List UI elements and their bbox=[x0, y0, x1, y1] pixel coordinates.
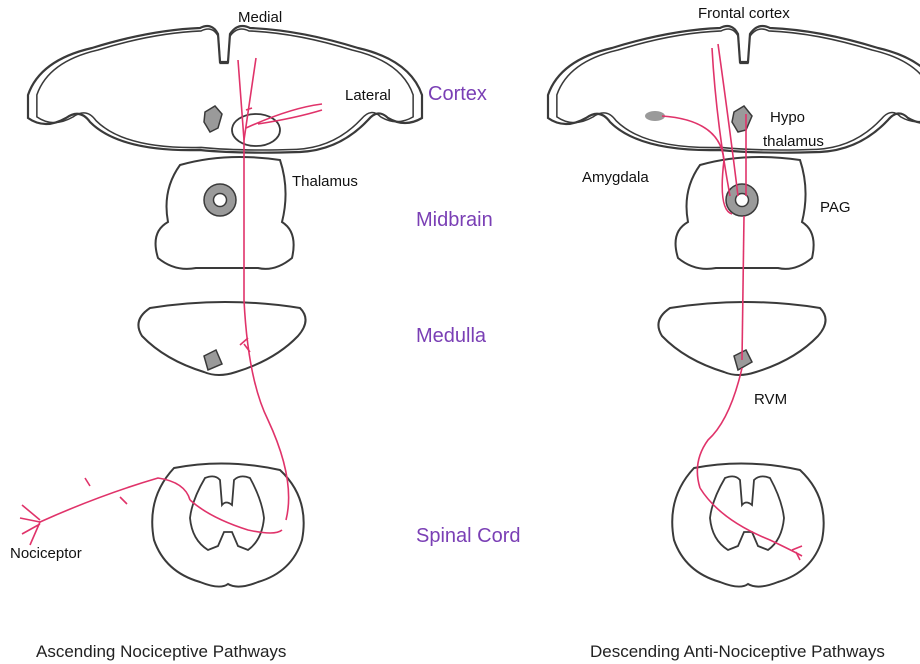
label-lateral: Lateral bbox=[345, 88, 391, 103]
thalamus-nucleus-left bbox=[204, 106, 222, 132]
label-thalamus-left: Thalamus bbox=[292, 174, 358, 189]
region-label-midbrain: Midbrain bbox=[416, 210, 493, 230]
caption-descending: Descending Anti-Nociceptive Pathways bbox=[590, 643, 885, 660]
region-label-spinal-cord: Spinal Cord bbox=[416, 526, 521, 546]
label-rvm: RVM bbox=[754, 392, 787, 407]
region-label-medulla: Medulla bbox=[416, 326, 486, 346]
midbrain-section-right bbox=[676, 157, 814, 269]
medulla-section-left bbox=[138, 302, 305, 375]
label-amygdala: Amygdala bbox=[582, 170, 649, 185]
medulla-nucleus-left bbox=[204, 350, 222, 370]
label-pag: PAG bbox=[820, 200, 851, 215]
label-frontal-cortex: Frontal cortex bbox=[698, 6, 790, 21]
midbrain-section-left bbox=[156, 157, 294, 269]
descending-panel bbox=[548, 26, 920, 587]
spinal-cord-section-left bbox=[152, 463, 303, 586]
label-hypo: Hypo bbox=[770, 110, 805, 125]
label-nociceptor: Nociceptor bbox=[10, 546, 82, 561]
spinal-cord-section-right bbox=[672, 463, 823, 586]
hypothalamus-nucleus bbox=[732, 106, 752, 132]
caption-ascending: Ascending Nociceptive Pathways bbox=[36, 643, 286, 660]
rvm-nucleus bbox=[734, 350, 752, 370]
label-thalamus-right: thalamus bbox=[763, 134, 824, 149]
ascending-panel bbox=[20, 26, 422, 587]
cortex-section-right bbox=[548, 26, 920, 153]
region-label-cortex: Cortex bbox=[428, 84, 487, 104]
label-medial: Medial bbox=[238, 10, 282, 25]
thalamus-region-left bbox=[232, 114, 280, 146]
